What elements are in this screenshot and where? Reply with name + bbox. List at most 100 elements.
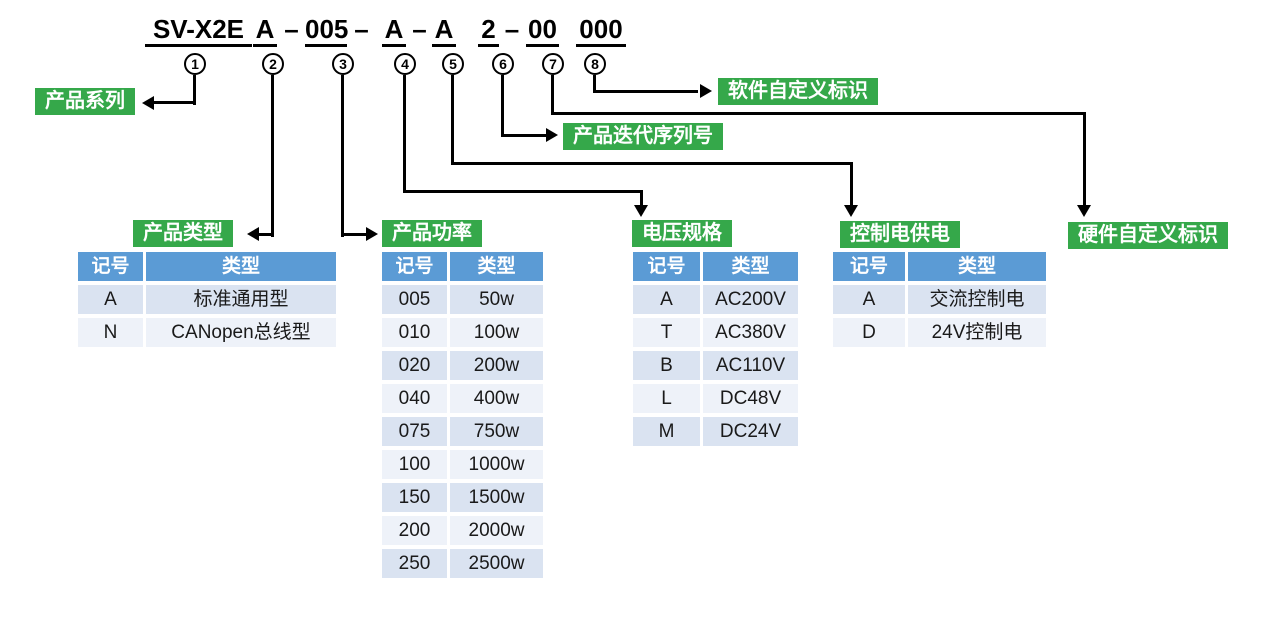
connector-line xyxy=(501,75,504,137)
arrow-down-icon xyxy=(1077,205,1091,217)
table-header-cell: 类型 xyxy=(908,252,1046,281)
connector-line xyxy=(341,75,344,237)
connector-line xyxy=(1083,112,1086,208)
connector-line xyxy=(403,190,643,193)
label-product-series: 产品系列 xyxy=(35,88,135,115)
label-software-id: 软件自定义标识 xyxy=(718,78,878,105)
connector-line xyxy=(640,190,643,208)
table-cell: DC24V xyxy=(703,417,798,446)
model-segment: 2 xyxy=(478,14,499,47)
table-header-cell: 类型 xyxy=(146,252,336,281)
connector-line xyxy=(850,162,853,208)
table-cell: 020 xyxy=(382,351,447,380)
table-cell: 100 xyxy=(382,450,447,479)
table-title-voltage-spec: 电压规格 xyxy=(632,220,732,247)
table-cell: A xyxy=(633,285,700,314)
table-cell: N xyxy=(78,318,143,347)
table-cell: 750w xyxy=(450,417,543,446)
arrow-left-icon xyxy=(247,227,259,241)
model-marker-circle: 7 xyxy=(542,53,564,75)
arrow-right-icon xyxy=(546,128,558,142)
table-cell: 1000w xyxy=(450,450,543,479)
connector-line xyxy=(504,134,548,137)
table-cell: L xyxy=(633,384,700,413)
connector-line xyxy=(596,90,698,93)
arrow-right-icon xyxy=(366,227,378,241)
connector-line xyxy=(152,101,196,104)
connector-line xyxy=(403,75,406,193)
table-cell: 50w xyxy=(450,285,543,314)
arrow-down-icon xyxy=(844,205,858,217)
connector-line xyxy=(451,162,853,165)
arrow-down-icon xyxy=(634,205,648,217)
table-cell: D xyxy=(833,318,905,347)
model-segment: A xyxy=(432,14,456,47)
connector-line xyxy=(451,75,454,165)
table-cell: 100w xyxy=(450,318,543,347)
table-cell: 150 xyxy=(382,483,447,512)
model-marker-circle: 2 xyxy=(262,53,284,75)
label-hardware-id: 硬件自定义标识 xyxy=(1068,222,1228,249)
model-segment: 000 xyxy=(576,14,626,47)
table-header-cell: 类型 xyxy=(703,252,798,281)
table-header-cell: 类型 xyxy=(450,252,543,281)
table-title-product-power: 产品功率 xyxy=(382,220,482,247)
connector-line xyxy=(593,75,596,93)
model-marker-circle: 1 xyxy=(184,53,206,75)
table-cell: CANopen总线型 xyxy=(146,318,336,347)
arrow-left-icon xyxy=(142,96,154,110)
table-title-control-power: 控制电供电 xyxy=(840,221,960,248)
model-marker-circle: 5 xyxy=(442,53,464,75)
table-cell: A xyxy=(833,285,905,314)
table-cell: AC200V xyxy=(703,285,798,314)
table-cell: 200w xyxy=(450,351,543,380)
connector-line xyxy=(344,233,368,236)
table-header-cell: 记号 xyxy=(833,252,905,281)
table-cell: 005 xyxy=(382,285,447,314)
model-segment: A xyxy=(382,14,406,47)
model-segment: 00 xyxy=(526,14,559,47)
table-title-product-type: 产品类型 xyxy=(133,220,233,247)
model-marker-circle: 8 xyxy=(584,53,606,75)
table-cell: 2000w xyxy=(450,516,543,545)
connector-line xyxy=(193,75,196,105)
table-cell: DC48V xyxy=(703,384,798,413)
table-cell: B xyxy=(633,351,700,380)
model-dash: – xyxy=(412,14,427,44)
table-cell: 1500w xyxy=(450,483,543,512)
table-cell: 24V控制电 xyxy=(908,318,1046,347)
table-cell: 标准通用型 xyxy=(146,285,336,314)
table-cell: 200 xyxy=(382,516,447,545)
model-marker-circle: 6 xyxy=(492,53,514,75)
arrow-right-icon xyxy=(700,84,712,98)
model-segment: SV-X2E xyxy=(145,14,252,47)
model-dash: – xyxy=(504,14,520,44)
connector-line xyxy=(257,233,274,236)
model-dash: – xyxy=(284,14,299,44)
table-header-cell: 记号 xyxy=(382,252,447,281)
table-cell: 交流控制电 xyxy=(908,285,1046,314)
model-segment: A xyxy=(253,14,277,47)
table-cell: 250 xyxy=(382,549,447,578)
table-cell: 040 xyxy=(382,384,447,413)
model-marker-circle: 3 xyxy=(332,53,354,75)
table-header-cell: 记号 xyxy=(78,252,143,281)
connector-line xyxy=(271,75,274,237)
table-cell: AC110V xyxy=(703,351,798,380)
model-segment: 005 xyxy=(305,14,348,47)
table-header-cell: 记号 xyxy=(633,252,700,281)
label-iteration-serial: 产品迭代序列号 xyxy=(563,123,723,150)
table-cell: 010 xyxy=(382,318,447,347)
model-marker-circle: 4 xyxy=(394,53,416,75)
table-cell: 400w xyxy=(450,384,543,413)
table-cell: A xyxy=(78,285,143,314)
connector-line xyxy=(551,75,554,115)
table-cell: AC380V xyxy=(703,318,798,347)
table-cell: 075 xyxy=(382,417,447,446)
connector-line xyxy=(551,112,1086,115)
